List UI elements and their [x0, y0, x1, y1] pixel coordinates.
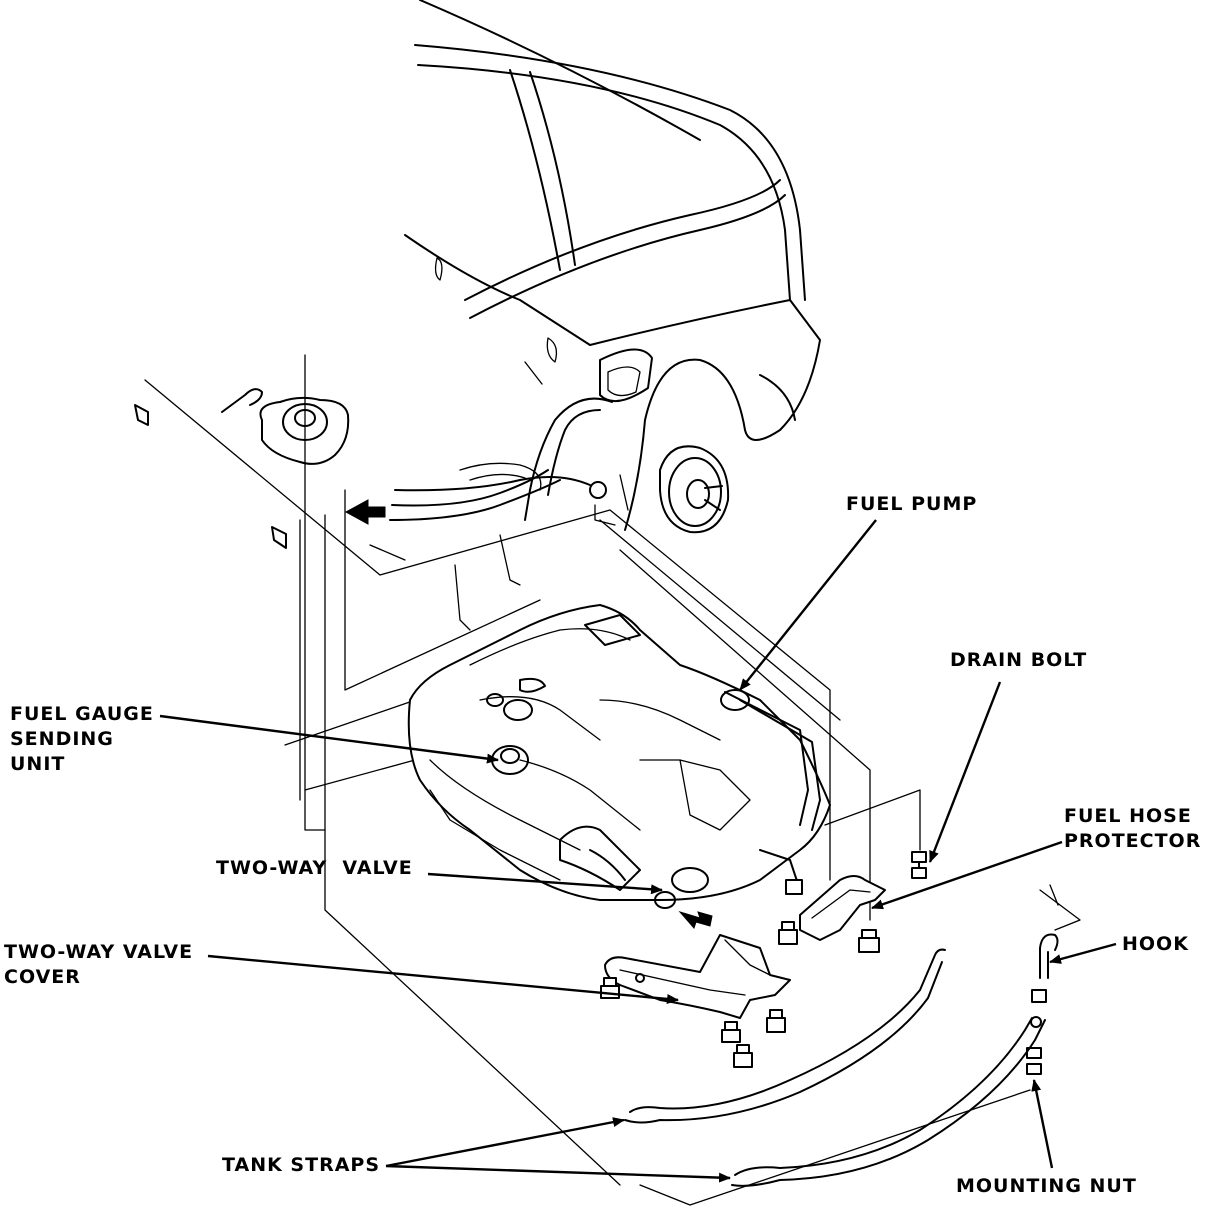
fuel-tank [407, 604, 831, 929]
leader-lines [159, 519, 1117, 1183]
leader-two-way-valve [427, 872, 663, 895]
leader-drain-bolt [928, 681, 1002, 863]
leader-fuel-pump [739, 519, 877, 691]
construction-lines [144, 354, 1081, 1206]
mounting-nut [1026, 1047, 1042, 1075]
label-drain-bolt: DRAIN BOLT [950, 649, 1088, 671]
leader-mounting-nut [1031, 1079, 1054, 1169]
access-cover [134, 388, 350, 549]
leader-fuel-gauge [159, 714, 499, 764]
label-two-way-valve-cover-line-2: COVER [4, 966, 81, 988]
label-two-way-valve-cover-line-1: TWO-WAY VALVE [4, 941, 194, 963]
two-way-valve-cover [604, 934, 791, 1019]
leader-tank-straps-upper [385, 1117, 625, 1168]
fuel-hose-protector [799, 875, 886, 941]
label-fuel-hose-protector-line-1: FUEL HOSE [1064, 805, 1192, 827]
label-fuel-hose-protector: FUEL HOSE PROTECTOR [1064, 804, 1201, 854]
label-fuel-pump: FUEL PUMP [846, 493, 978, 515]
leader-hook [1049, 942, 1117, 964]
filler-neck [344, 397, 613, 525]
drain-bolt [911, 851, 927, 879]
leader-fuel-hose-protector [871, 840, 1063, 910]
label-mounting-nut: MOUNTING NUT [956, 1175, 1137, 1197]
bolts [600, 851, 1047, 1075]
bolt [721, 1021, 741, 1043]
label-fuel-gauge-line-2: SENDING [10, 728, 114, 750]
car-body [404, 0, 821, 531]
bolt [766, 1009, 786, 1033]
bolt [858, 929, 880, 953]
bolt [733, 1044, 753, 1068]
label-fuel-gauge-line-1: FUEL GAUGE [10, 703, 154, 725]
leader-tank-straps-lower [385, 1164, 731, 1183]
tank-straps [624, 948, 1046, 1187]
label-two-way-valve-cover: TWO-WAY VALVE COVER [4, 940, 193, 990]
label-fuel-gauge-sending-unit: FUEL GAUGE SENDING UNIT [10, 702, 154, 777]
leader-two-way-valve-cover [207, 954, 679, 1004]
rear-brake-hub [659, 445, 730, 534]
label-hook: HOOK [1122, 933, 1189, 955]
label-fuel-gauge-line-3: UNIT [10, 753, 66, 775]
hook-nut [1031, 989, 1047, 1003]
label-two-way-valve: TWO-WAY VALVE [216, 857, 413, 879]
label-fuel-hose-protector-line-2: PROTECTOR [1064, 830, 1202, 852]
bolt [778, 921, 798, 945]
hook [1039, 933, 1059, 979]
label-tank-straps: TANK STRAPS [222, 1154, 381, 1176]
